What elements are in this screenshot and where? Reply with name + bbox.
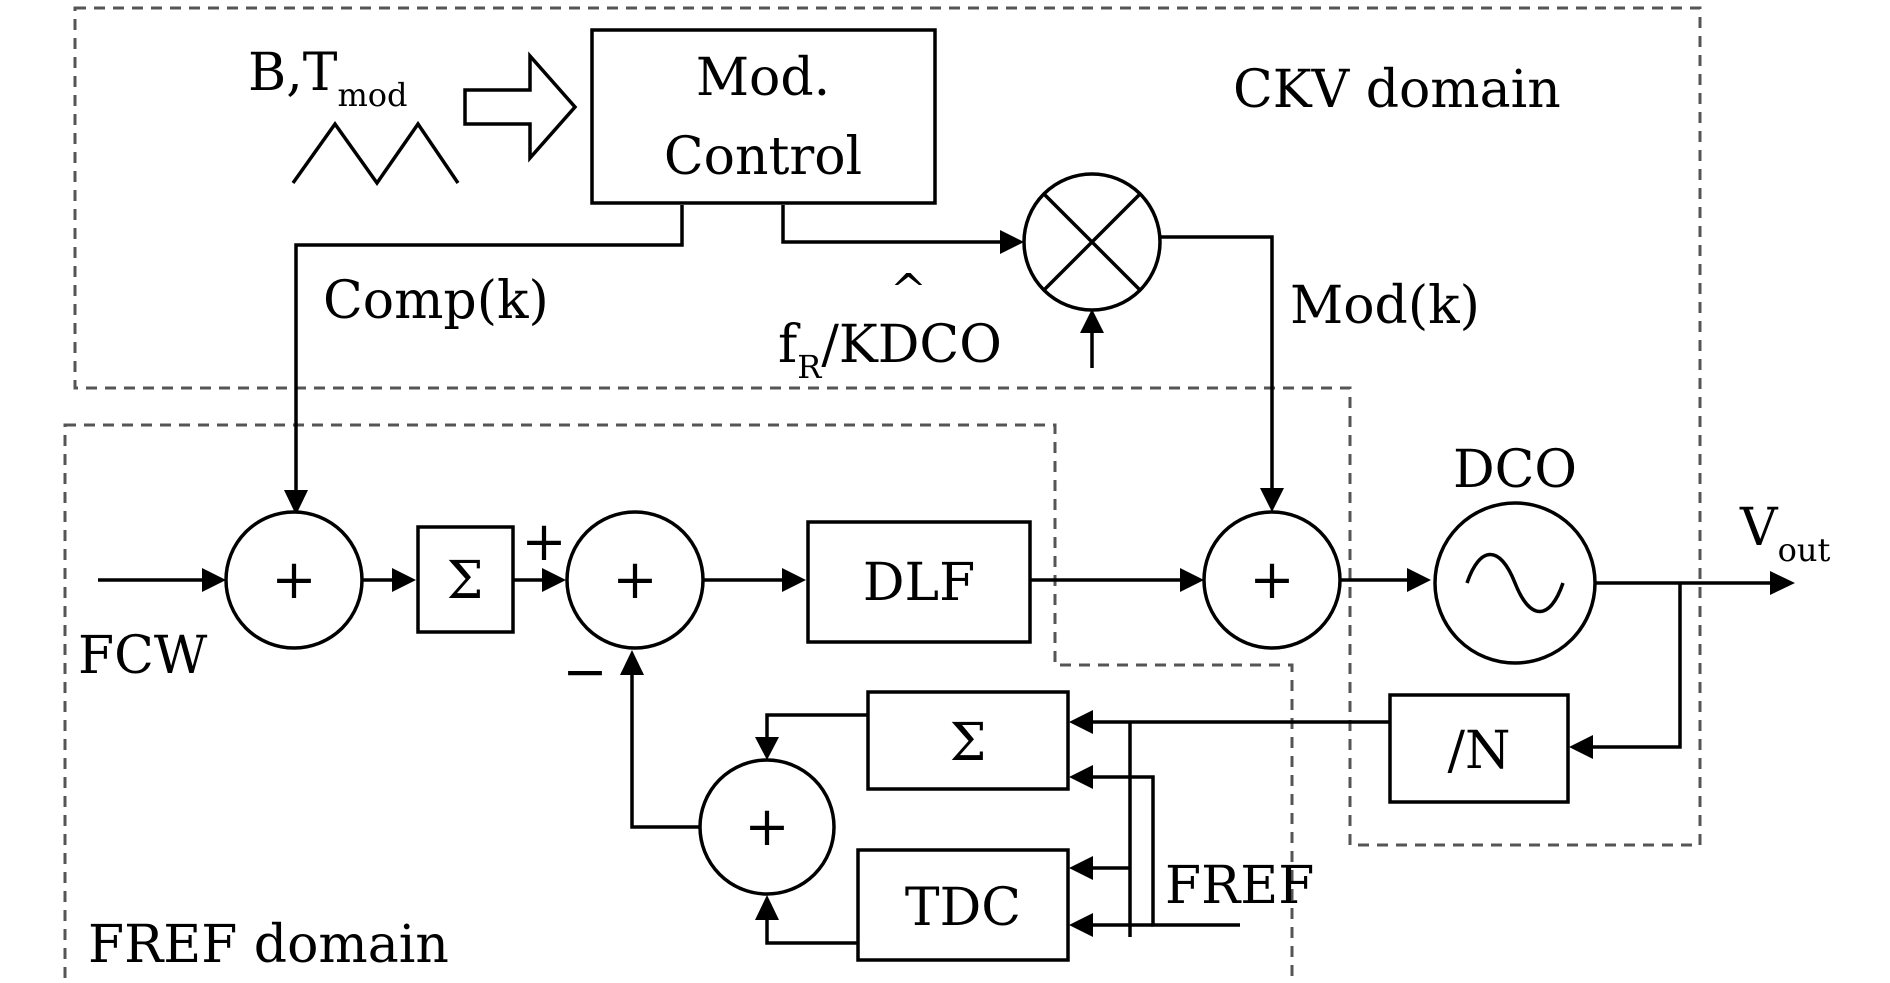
arrowhead: [1069, 913, 1093, 937]
feedback-accumulator-label: Σ: [950, 713, 987, 773]
arrowhead: [1000, 230, 1024, 254]
comp-wire: [294, 205, 684, 493]
arrowhead: [284, 490, 308, 515]
arrowhead: [755, 737, 779, 760]
minus-sign-label: −: [562, 640, 607, 703]
adder-plus-icon: +: [1249, 548, 1294, 611]
arrowhead: [782, 568, 806, 592]
feedback-accumulator-to-adder-wire: [765, 713, 868, 740]
tdc-to-adder-wire: [765, 918, 858, 945]
divider-block: [1388, 693, 1570, 804]
sine-wave-icon: [1465, 552, 1565, 614]
arrowhead: [202, 568, 226, 592]
gain-label: fR/KDCO: [778, 315, 1002, 386]
adder-plus-icon: +: [271, 548, 316, 611]
mod-control-label-line1: Mod.: [696, 48, 830, 108]
hollow-arrow-icon: [463, 51, 578, 163]
fcw-label: FCW: [78, 626, 208, 686]
dlf-block: [806, 520, 1032, 644]
arrowhead: [620, 650, 644, 675]
arrowhead: [1569, 735, 1593, 759]
fref-clock-wire: [1090, 775, 1240, 927]
arrowhead: [1770, 571, 1795, 595]
dco-label: DCO: [1453, 440, 1577, 500]
adder-plus-icon: +: [744, 795, 789, 858]
arrowhead: [1260, 488, 1284, 512]
arrowhead: [1069, 856, 1093, 880]
triangle-wave-icon: [291, 120, 460, 187]
divider-label: /N: [1447, 721, 1510, 781]
output-label: Vout: [1739, 498, 1830, 569]
dlf-label: DLF: [863, 553, 975, 613]
ckv-domain-label: CKV domain: [1233, 60, 1561, 120]
gain-hat: ^: [890, 265, 927, 316]
multiplier-icon: [1042, 192, 1142, 292]
arrowhead: [755, 895, 779, 920]
arrowhead: [542, 568, 566, 592]
comp-signal-label: Comp(k): [323, 271, 549, 331]
fref-label: FREF: [1165, 856, 1314, 916]
mod-control-block: [590, 28, 937, 205]
fref-domain-boundary: [63, 423, 1294, 983]
mod-signal-label: Mod(k): [1290, 276, 1480, 336]
arrowhead: [392, 568, 416, 592]
adder-plus-icon: +: [612, 548, 657, 611]
arrowhead: [1069, 710, 1093, 734]
arrowhead: [1069, 765, 1093, 789]
output-to-divider-wire: [1590, 583, 1682, 749]
mod-control-label-line2: Control: [664, 127, 862, 187]
arrowhead: [1407, 568, 1431, 592]
accumulator-label: Σ: [447, 551, 484, 611]
modulation-params-label: B,Tmod: [248, 43, 408, 114]
arrowhead: [1080, 309, 1104, 333]
mod-control-to-multiplier-wire: [781, 205, 1003, 244]
mod-wire: [1160, 235, 1274, 490]
arrowhead: [1180, 568, 1204, 592]
accumulator-block: [416, 525, 515, 634]
feedback-to-phase-error-wire: [630, 672, 700, 829]
feedback-accumulator-block: [866, 690, 1070, 791]
fref-domain-label: FREF domain: [88, 915, 449, 975]
ckv-domain-boundary: [73, 6, 1702, 847]
tdc-block: [856, 848, 1070, 962]
plus-sign-label: +: [521, 510, 566, 573]
tdc-label: TDC: [905, 878, 1021, 938]
